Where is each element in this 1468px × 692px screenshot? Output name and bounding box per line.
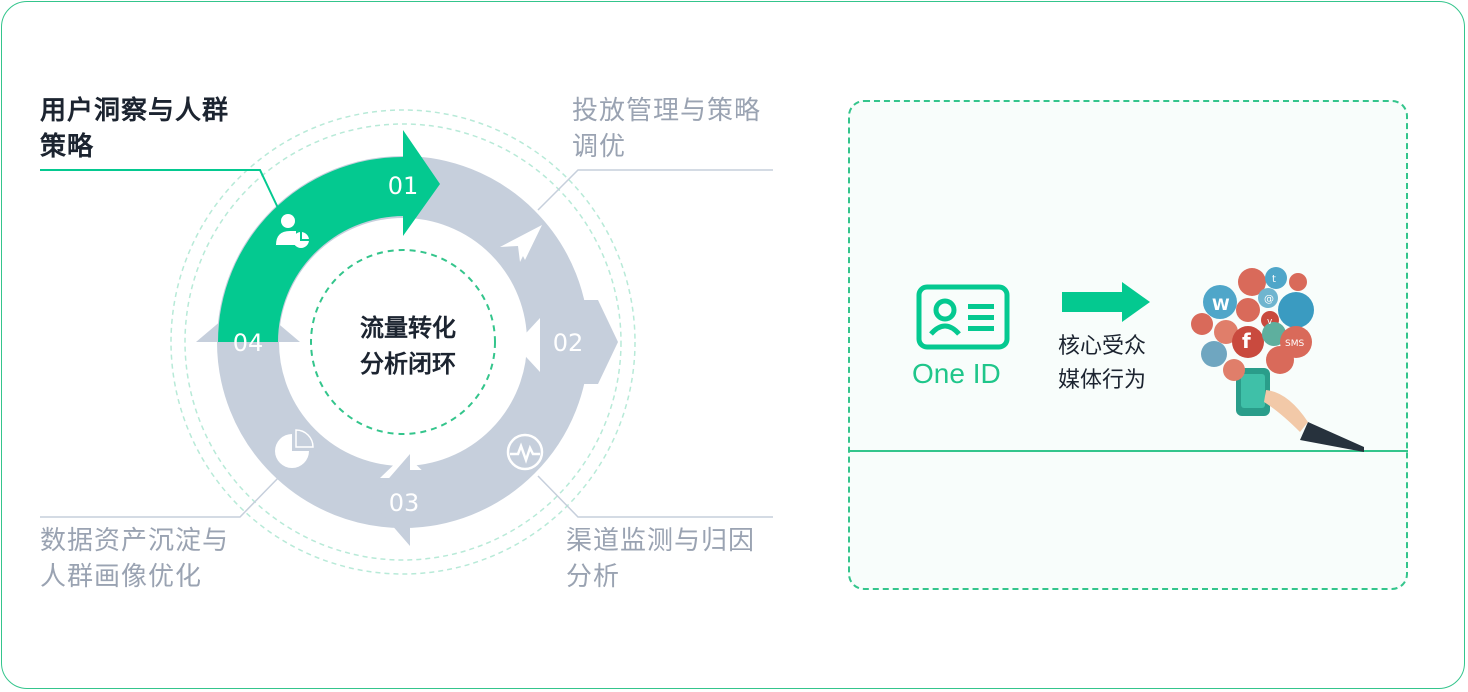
svg-text:@: @ [1264,294,1274,305]
media-behavior-label: 核心受众媒体行为 [1058,334,1147,393]
paper-plane-icon [500,225,542,262]
svg-text:f: f [1242,329,1251,353]
leader-01 [40,169,279,209]
step-02-label: 投放管理与策略调优 [572,96,762,162]
one-id-label: One ID [912,358,1001,389]
svg-text:W: W [1212,295,1230,314]
svg-text:v: v [1267,317,1273,327]
arrow-03 [370,454,430,546]
step-01-label: 用户洞察与人群策略 [40,96,230,162]
cycle-diagram: 01 02 03 04 流量转化 分析闭环 [40,109,773,575]
panel-divider [848,450,1408,452]
step-01-num: 01 [388,172,419,200]
svg-text:SMS: SMS [1285,339,1304,349]
leader-03 [537,475,773,518]
step-04-num: 04 [233,329,264,357]
step-02-num: 02 [553,329,584,357]
arrow-right-icon [1062,282,1150,322]
center-title-1: 流量转化 [360,314,456,342]
center-title-2: 分析闭环 [360,350,456,378]
segment-01 [218,130,440,342]
step-04-label: 数据资产沉淀与人群画像优化 [40,526,230,592]
social-media-icon: f W SMS @ v t [1191,267,1364,452]
leader-04 [40,475,281,518]
leader-02 [537,169,773,211]
step-03-label: 渠道监测与归因分析 [566,526,756,592]
pulse-gauge-icon [506,433,544,471]
arrow-02 [560,300,618,384]
pie-chart-icon [275,429,314,468]
svg-text:t: t [1272,274,1276,285]
id-card-icon [916,284,1010,350]
user-chart-icon [276,214,309,248]
step-03-num: 03 [389,489,420,517]
